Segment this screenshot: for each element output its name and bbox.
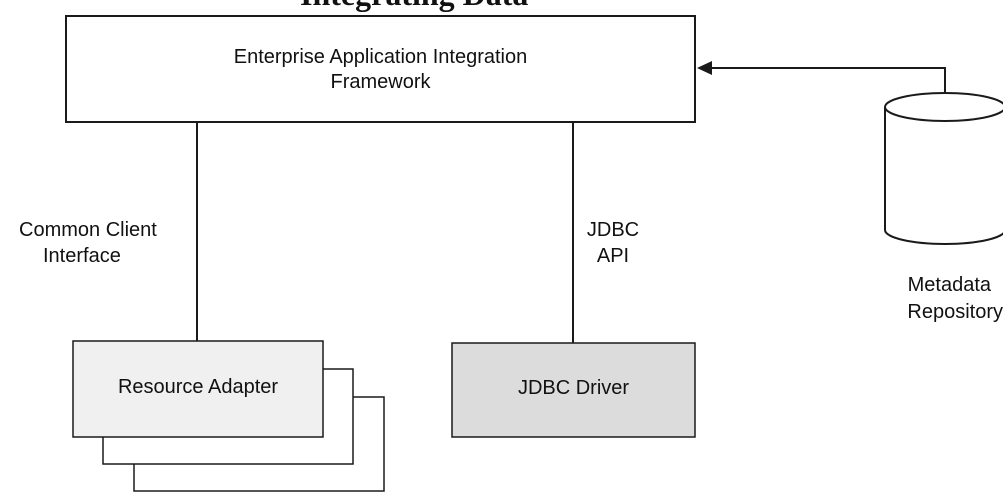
jdbc-driver-box	[451, 342, 696, 438]
arrowhead-icon	[697, 61, 712, 75]
jdbc-driver-label: JDBC Driver	[517, 377, 630, 399]
cci-label-line2: Interface	[43, 245, 121, 267]
repository-label-line2: Repository	[907, 301, 1003, 323]
jdbc-api-label-line1: JDBC	[586, 219, 640, 241]
framework-box	[65, 15, 696, 123]
framework-label-line1: Enterprise Application Integration	[233, 46, 528, 68]
page-title: Integrating Data	[300, 0, 528, 14]
cci-label-line1: Common Client	[19, 219, 157, 241]
resource-adapter-box	[72, 340, 324, 438]
database-cylinder-icon	[884, 92, 1003, 245]
framework-label-line2: Framework	[330, 71, 431, 93]
repository-label-line1: Metadata	[907, 274, 991, 296]
resource-adapter-label: Resource Adapter	[117, 376, 279, 398]
jdbc-api-label-line2: API	[596, 245, 630, 267]
